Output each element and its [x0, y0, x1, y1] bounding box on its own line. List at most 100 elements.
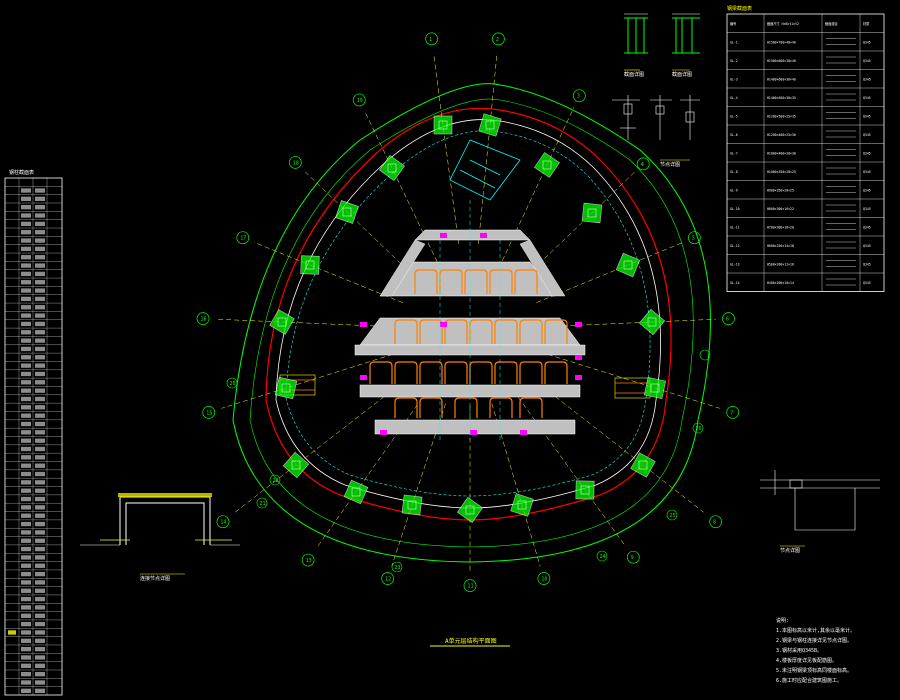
axis-label: 6 — [726, 317, 729, 323]
table-header-cell: 编号 — [730, 21, 736, 26]
axis-bubble — [572, 89, 586, 103]
left-table-cell — [21, 213, 31, 218]
axis-bubble — [288, 156, 302, 169]
left-table-cell — [21, 555, 31, 560]
core-cell — [394, 361, 418, 384]
left-table-cell — [21, 621, 31, 627]
left-table-cell — [21, 471, 31, 477]
left-table-cell — [21, 496, 31, 502]
note-line-1: 1.本图标高以米计,其余以毫米计。 — [776, 627, 855, 634]
axis-bubble — [709, 515, 723, 529]
left-table-cell — [21, 321, 31, 327]
axis-bubble — [236, 231, 250, 245]
note-line-3: 3.钢材采用Q345B。 — [776, 647, 822, 654]
left-table-cell — [21, 663, 31, 668]
core-cell — [444, 361, 468, 384]
left-table-cell — [21, 513, 31, 518]
table-row-cell: GL-12 — [730, 244, 740, 248]
axis-label: 5 — [692, 236, 695, 242]
magenta-marker — [440, 322, 447, 327]
axis-bubble — [216, 515, 230, 529]
core-cell — [369, 361, 393, 384]
steel-column — [581, 202, 603, 224]
left-detail-label: 连接节点详图 — [140, 575, 170, 582]
axis-bubble — [226, 377, 238, 389]
table-row-cell: Q345 — [863, 226, 871, 230]
core-cell — [469, 361, 493, 384]
steel-column — [343, 479, 369, 505]
left-table-cell — [21, 446, 31, 452]
table-row-cell: Q345 — [863, 244, 871, 248]
core-cell — [519, 397, 543, 418]
core-cell — [419, 361, 443, 384]
axis-bubble — [202, 406, 216, 419]
left-table-cell — [21, 463, 31, 468]
axis-bubble — [722, 312, 735, 325]
axis-label: 14 — [220, 520, 226, 526]
steel-column — [379, 155, 405, 181]
left-table-cell — [21, 546, 31, 552]
table-row-cell: GL-13 — [730, 263, 740, 267]
left-table-cell — [21, 271, 31, 277]
core-cell — [519, 361, 543, 384]
axis-label: 4 — [641, 162, 644, 168]
left-table-cell — [21, 305, 31, 310]
core-cell — [394, 397, 418, 418]
left-table-cell — [21, 488, 31, 493]
left-table-cell — [21, 363, 31, 368]
table-row-cell: GL-8 — [730, 170, 738, 174]
axis-bubble — [699, 349, 711, 361]
left-frame-detail: 连接节点详图 — [80, 493, 240, 582]
table-row-cell: GL-7 — [730, 152, 738, 156]
table-row-cell: Q345 — [863, 59, 871, 63]
table-row-cell: Q345 — [863, 152, 871, 156]
left-table-cell — [21, 613, 31, 618]
table-row-cell: Q345 — [863, 170, 871, 174]
axis-bubble — [463, 579, 477, 592]
axis-label: 10 — [541, 577, 547, 583]
axis-bubble — [688, 231, 701, 245]
left-table-cell — [21, 655, 31, 660]
axis-bubble — [492, 32, 505, 46]
note-line-4: 4.楼板厚度详见板配筋图。 — [776, 657, 837, 664]
left-table-cell — [21, 255, 31, 260]
left-table-cell — [21, 205, 31, 210]
stair-block — [449, 139, 521, 201]
axis-label: 26 — [696, 426, 702, 432]
left-table-cell — [21, 263, 31, 268]
left-table-cell — [21, 246, 31, 252]
note-line-2: 2.钢梁与钢柱连接详见节点详图。 — [776, 637, 852, 644]
table-row-cell: H400×200×10×14 — [767, 281, 794, 285]
axis-label: 17 — [240, 236, 246, 242]
left-table-cell — [21, 521, 31, 527]
axis-bubble — [692, 422, 704, 434]
table-row-cell: H1000×400×20×30 — [767, 152, 796, 156]
steel-column — [433, 115, 453, 135]
axis-bubble — [381, 572, 394, 585]
core-cell — [494, 361, 518, 384]
magenta-marker — [480, 233, 487, 238]
left-table-cell — [21, 571, 31, 577]
axis-label: 12 — [385, 577, 391, 583]
steel-column — [575, 480, 595, 500]
notes-block: 说明: 1.本图标高以米计,其余以毫米计。 2.钢梁与钢柱连接详见节点详图。 3… — [776, 617, 855, 684]
note-line-5: 5.未注明钢梁顶标高同楼面标高。 — [776, 667, 852, 674]
table-row-cell: GL-3 — [730, 78, 738, 82]
core-cell — [454, 397, 478, 418]
steel-column — [269, 309, 295, 335]
magenta-marker — [575, 322, 582, 327]
top-detail-sections: 截面详图 截面详图 节点详图 — [612, 13, 700, 168]
table-row-cell: GL-9 — [730, 189, 738, 193]
steel-column — [282, 451, 310, 479]
left-table-cell — [21, 396, 31, 402]
axis-label: 18 — [293, 160, 299, 166]
axis-label: 19 — [357, 98, 363, 104]
left-table-cell — [21, 588, 31, 593]
axis-bubble — [196, 312, 210, 325]
left-table-cell — [21, 296, 31, 302]
table-row-cell: Q345 — [863, 281, 871, 285]
table-row-cell: Q345 — [863, 78, 871, 82]
table-row-cell: H600×250×14×18 — [767, 244, 794, 248]
